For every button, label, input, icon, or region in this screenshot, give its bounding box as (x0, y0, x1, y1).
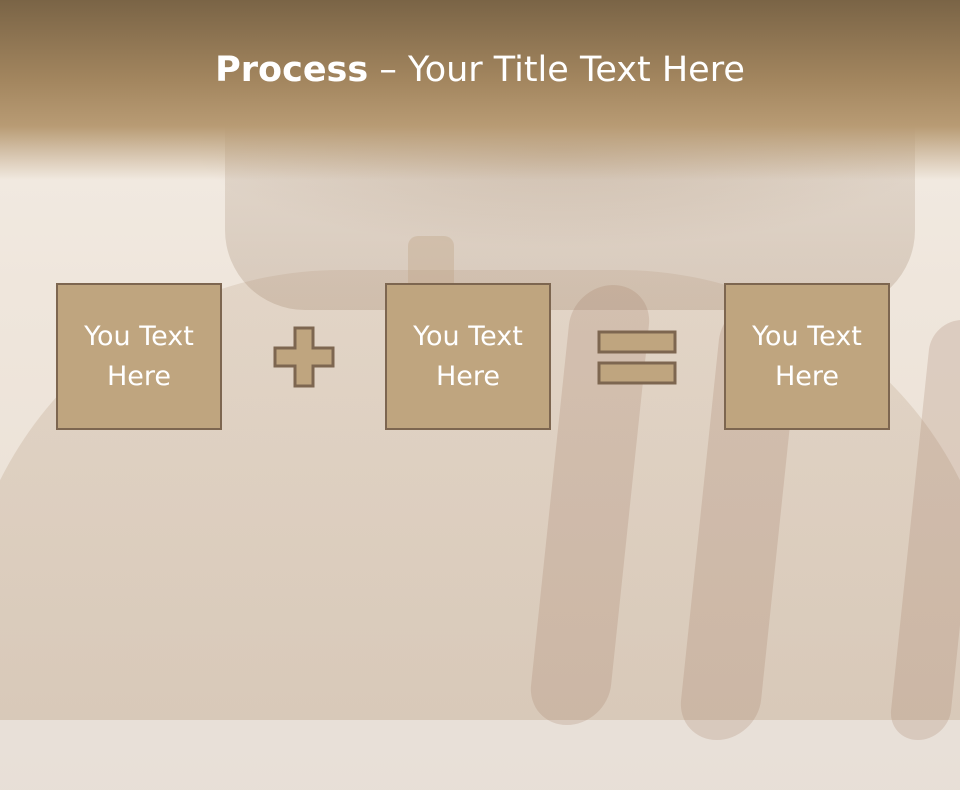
title-rest: – Your Title Text Here (368, 50, 745, 90)
title-bar (0, 0, 960, 180)
process-box-3[interactable]: You Text Here (724, 283, 890, 430)
equals-icon (597, 330, 677, 385)
process-box-label: You Text Here (84, 320, 194, 392)
process-box-label: You Text Here (413, 320, 523, 392)
process-box-2[interactable]: You Text Here (385, 283, 551, 430)
process-box-1[interactable]: You Text Here (56, 283, 222, 430)
slide-title[interactable]: Process – Your Title Text Here (0, 50, 960, 90)
plus-icon (273, 326, 335, 388)
process-box-label: You Text Here (752, 320, 862, 392)
title-bold: Process (215, 50, 369, 90)
